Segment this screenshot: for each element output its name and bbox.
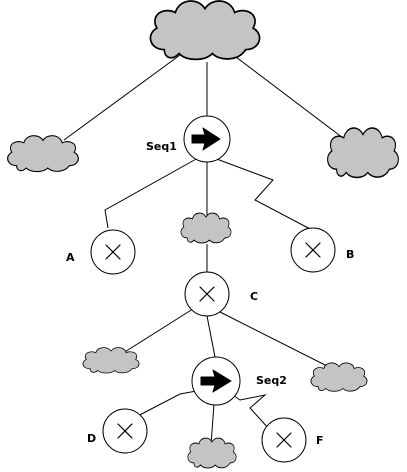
seq2-label: Seq2 <box>256 374 287 387</box>
node-b <box>290 227 336 273</box>
right-arrow-icon <box>200 369 232 393</box>
node-d <box>102 408 148 454</box>
node-c-label: C <box>250 290 258 303</box>
mid-cloud <box>180 212 232 244</box>
x-icon <box>105 244 121 260</box>
right-cloud <box>326 127 400 179</box>
edge-seq1-b <box>213 157 313 231</box>
edge-root-right-cloud <box>231 53 344 139</box>
edge-c-left-cloud <box>119 306 197 356</box>
seq1-node <box>183 115 231 163</box>
root-cloud <box>149 0 261 61</box>
node-a <box>90 229 136 275</box>
x-icon <box>199 286 215 302</box>
edge-seq2-bottom-cloud <box>210 403 215 446</box>
node-d-label: D <box>87 432 96 445</box>
c-right-cloud <box>310 362 368 392</box>
seq1-label: Seq1 <box>146 140 177 153</box>
right-arrow-icon <box>191 127 221 151</box>
left-cloud <box>7 135 79 173</box>
node-f-label: F <box>316 434 324 447</box>
bottom-cloud <box>187 437 237 469</box>
edge-c-seq2 <box>206 315 216 358</box>
node-b-label: B <box>346 248 354 261</box>
edge-root-left-cloud <box>63 54 181 141</box>
edge-seq2-f <box>229 392 271 431</box>
x-icon <box>276 432 292 448</box>
seq2-node <box>191 356 241 406</box>
x-icon <box>117 423 133 439</box>
node-c <box>184 271 230 317</box>
x-icon <box>305 242 321 258</box>
node-a-label: A <box>66 251 75 264</box>
c-left-cloud <box>82 347 140 374</box>
edge-seq1-a <box>104 157 199 229</box>
node-f <box>261 417 307 463</box>
edge-c-right-cloud <box>219 311 336 371</box>
